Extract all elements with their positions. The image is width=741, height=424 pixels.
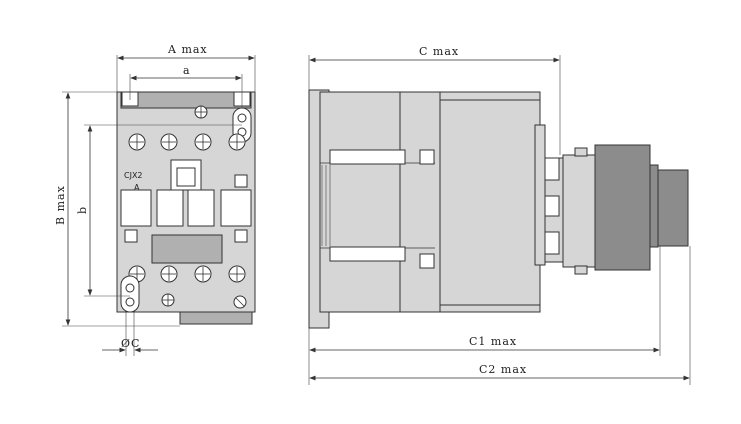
- dim-label-b: b: [76, 206, 89, 214]
- terminal-screw-icon: [228, 133, 246, 151]
- neck-slot-mid: [544, 195, 560, 217]
- neck-slot-bottom: [544, 231, 560, 255]
- bottom-terminal-row: [128, 265, 246, 283]
- accessory-module: [594, 144, 651, 271]
- accessory-bottom-clip: [574, 265, 588, 275]
- bottom-screw-right-icon: [233, 295, 247, 309]
- dim-label-b-max: B max: [54, 185, 67, 225]
- side-view: C max C1 max C2 max: [308, 45, 691, 385]
- side-middle-block: [399, 91, 441, 313]
- indicator-inner: [176, 167, 196, 187]
- small-square-lower-right: [234, 229, 248, 243]
- neck-slot-top: [544, 157, 560, 181]
- side-right-block: [439, 99, 541, 306]
- dim-label-a-max: A max: [167, 43, 208, 56]
- dim-label-phi-c: ØC: [121, 337, 140, 350]
- mounting-slot-bottom-icon: [120, 275, 140, 313]
- contact-windows: [120, 189, 252, 227]
- dim-label-c2-max: C2 max: [479, 363, 527, 376]
- dim-label-c1-max: C1 max: [469, 335, 517, 348]
- small-square: [234, 174, 248, 188]
- bottom-screw-icon: [161, 293, 175, 307]
- front-bottom-foot: [179, 311, 253, 325]
- front-top-strip: [120, 91, 252, 109]
- accessory-base: [562, 154, 596, 268]
- dim-label-a: a: [183, 64, 191, 77]
- side-top-slot: [329, 149, 406, 165]
- lower-block: [151, 234, 223, 264]
- terminal-screw-icon: [228, 265, 246, 283]
- accessory-top-clip: [574, 147, 588, 157]
- small-square-lower: [124, 229, 138, 243]
- model-label: CJX2: [124, 171, 143, 180]
- terminal-screw-icon: [160, 265, 178, 283]
- dim-label-c-max: C max: [419, 45, 459, 58]
- sub-label: A: [134, 183, 140, 192]
- front-view: CJX2 A: [54, 43, 256, 356]
- accessory-cap: [657, 169, 689, 247]
- terminal-screw-icon: [194, 133, 212, 151]
- side-top-notch: [419, 149, 435, 165]
- side-bottom-slot: [329, 246, 406, 262]
- accessory-step: [649, 164, 659, 248]
- terminal-screw-icon: [160, 133, 178, 151]
- terminal-screw-icon: [194, 265, 212, 283]
- top-terminal-row: [128, 133, 246, 151]
- terminal-screw-icon: [128, 133, 146, 151]
- top-screw-icon: [194, 105, 208, 119]
- side-bottom-notch: [419, 253, 435, 269]
- side-flange: [534, 124, 546, 266]
- side-fins: [321, 165, 331, 246]
